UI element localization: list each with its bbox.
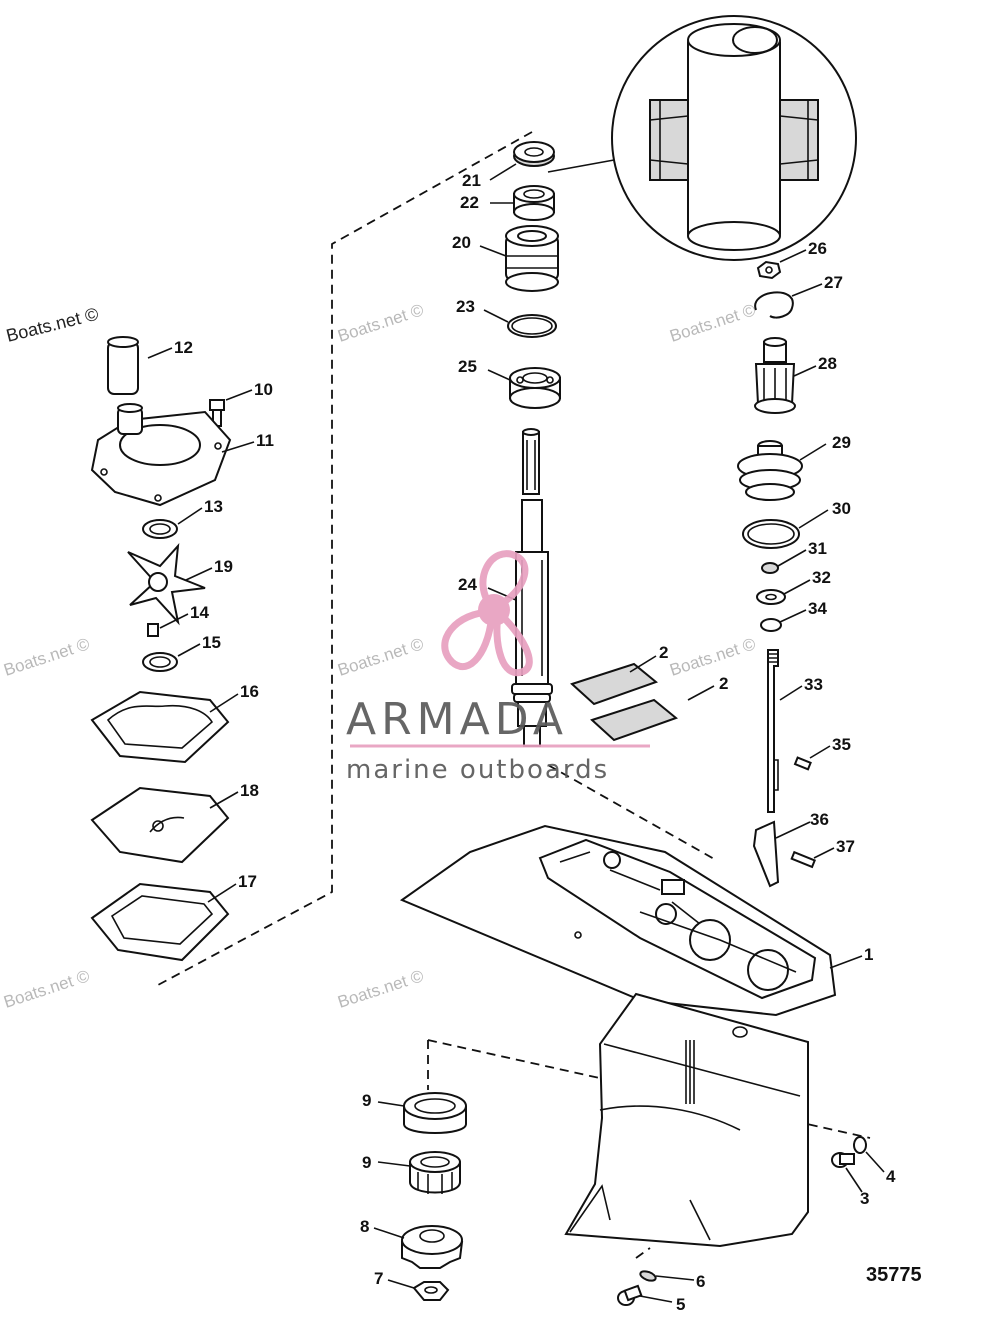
- callout-34: 34: [808, 599, 827, 618]
- nut-34: [760, 618, 782, 632]
- callout-17: 17: [238, 872, 257, 891]
- callout-3: 3: [860, 1189, 869, 1208]
- watermark: Boats.net ©: [667, 300, 758, 346]
- watermark: Boats.net ©: [1, 966, 92, 1012]
- gasket-16: [90, 690, 230, 764]
- watermark: Boats.net ©: [1, 634, 92, 680]
- washer-4: [853, 1136, 867, 1154]
- callout-20: 20: [452, 233, 471, 252]
- key-14: [147, 623, 159, 637]
- callout-10: 10: [254, 380, 273, 399]
- pump-sleeve-12: [107, 336, 139, 395]
- retainer-27: [754, 291, 794, 319]
- seal-detail-inset: [547, 15, 857, 261]
- bearing-22: [513, 185, 555, 221]
- callout-11: 11: [256, 431, 274, 450]
- callout-6: 6: [696, 1272, 705, 1291]
- washer-32: [756, 589, 786, 605]
- seal-31: [761, 562, 779, 574]
- callout-25: 25: [458, 357, 477, 376]
- watermark: Boats.net ©: [335, 966, 426, 1012]
- armada-logo: ARMADA marine outboards: [346, 550, 650, 785]
- lower-parts: [401, 1092, 867, 1306]
- callout-24: 24: [458, 575, 477, 594]
- callout-14: 14: [190, 603, 209, 622]
- bearing-25: [509, 367, 561, 409]
- callout-37: 37: [836, 837, 855, 856]
- shift-parts: [737, 260, 816, 888]
- o-ring-30: [742, 519, 800, 549]
- callout-22: 22: [460, 193, 479, 212]
- callout-31: 31: [808, 539, 827, 558]
- pinion-gear-8: [401, 1225, 464, 1269]
- callout-21: 21: [462, 171, 481, 190]
- callout-16: 16: [240, 682, 259, 701]
- callout-30: 30: [832, 499, 851, 518]
- watermark: Boats.net ©: [335, 300, 426, 346]
- callout-32: 32: [812, 568, 831, 587]
- screw-5: [617, 1284, 643, 1306]
- callout-15: 15: [202, 633, 221, 652]
- callout-9: 9: [362, 1153, 371, 1172]
- plate-18: [90, 786, 230, 864]
- pin-35: [793, 756, 812, 771]
- gasket-17: [90, 882, 230, 962]
- callout-36: 36: [810, 810, 829, 829]
- callout-2: 2: [719, 674, 728, 693]
- impeller-19: [127, 543, 206, 626]
- pump-housing-11: [90, 403, 232, 507]
- shift-cam-36: [752, 820, 780, 888]
- callout-13: 13: [204, 497, 223, 516]
- screw-3: [831, 1152, 855, 1168]
- gear-housing-1: [399, 824, 837, 1248]
- callout-4: 4: [886, 1167, 896, 1186]
- callout-27: 27: [824, 273, 843, 292]
- callout-23: 23: [456, 297, 475, 316]
- leader-lines: [147, 163, 885, 1303]
- nut-7: [412, 1281, 450, 1301]
- callout-29: 29: [832, 433, 851, 452]
- nut-26: [756, 260, 782, 280]
- callout-28: 28: [818, 354, 837, 373]
- washer-6: [639, 1270, 657, 1282]
- callout-33: 33: [804, 675, 823, 694]
- callout-8: 8: [360, 1217, 369, 1236]
- seal-21: [513, 141, 555, 167]
- bushing-29: [737, 440, 803, 501]
- callout-12: 12: [174, 338, 193, 357]
- watermark: Boats.net ©: [667, 634, 758, 680]
- callout-19: 19: [214, 557, 233, 576]
- callout-26: 26: [808, 239, 827, 258]
- watermark-main: Boats.net ©: [4, 304, 100, 346]
- watermark: Boats.net ©: [335, 634, 426, 680]
- pin-37: [790, 850, 816, 869]
- callout-18: 18: [240, 781, 259, 800]
- logo-tagline: marine outboards: [346, 755, 609, 785]
- callout-5: 5: [676, 1295, 685, 1314]
- washer-15: [142, 652, 178, 672]
- bushing-28: [754, 337, 796, 414]
- sleeve-20: [505, 225, 559, 292]
- callout-9: 9: [362, 1091, 371, 1110]
- callout-7: 7: [374, 1269, 383, 1288]
- shift-shaft-33: [767, 649, 779, 813]
- bearing-9: [409, 1151, 461, 1194]
- o-ring-23: [507, 314, 557, 338]
- callout-2: 2: [659, 643, 668, 662]
- washer-13: [142, 519, 178, 539]
- diagram-number: 35775: [866, 1264, 922, 1286]
- callout-1: 1: [864, 945, 873, 964]
- callout-labels: 1 2 2 3 4 5 6 7 8 9 9 10 11 12 13 14 15 …: [174, 171, 896, 1314]
- water-pump-parts: [90, 336, 232, 962]
- callout-35: 35: [832, 735, 851, 754]
- propeller-icon: [441, 550, 533, 677]
- bearing-race-9: [403, 1092, 467, 1134]
- shim-2: [570, 662, 679, 742]
- logo-wordmark: ARMADA: [346, 694, 568, 745]
